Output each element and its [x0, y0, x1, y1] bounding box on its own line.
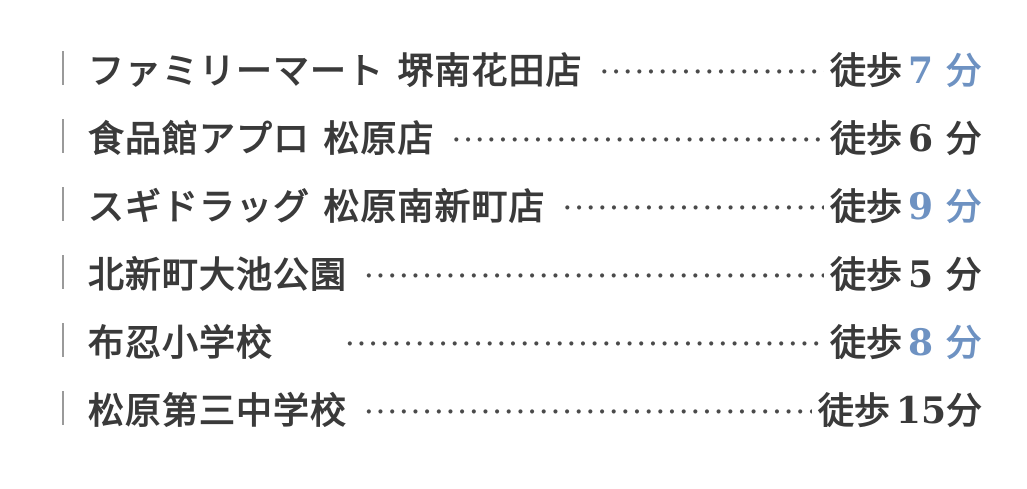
row-divider-bar: [62, 255, 64, 289]
walk-label: 徒歩: [829, 50, 902, 92]
dot-leader: ········································…: [600, 59, 824, 85]
row-divider-bar: [62, 51, 64, 85]
walk-minutes: 6 分: [908, 118, 982, 160]
dot-leader: ········································…: [563, 195, 824, 221]
row-divider-bar: [62, 323, 64, 357]
dot-leader: ········································…: [452, 127, 824, 153]
place-name: 布忍小学校: [88, 322, 274, 364]
walk-label: 徒歩: [829, 322, 902, 364]
place-name: スギドラッグ 松原南新町店: [88, 186, 546, 228]
row-divider-bar: [62, 187, 64, 221]
walk-label: 徒歩: [829, 118, 902, 160]
place-name: 北新町大池公園: [88, 254, 348, 296]
place-name: 食品館アプロ 松原店: [88, 118, 435, 160]
place-name: 松原第三中学校: [88, 390, 348, 432]
dot-leader: ········································…: [345, 331, 824, 357]
walk-label: 徒歩: [829, 186, 902, 228]
walk-minutes: 5 分: [908, 254, 982, 296]
list-item: 布忍小学校 ··································…: [62, 306, 982, 374]
row-divider-bar: [62, 119, 64, 153]
nearby-places-list: ファミリーマート 堺南花田店 ·························…: [62, 34, 982, 442]
list-item: 北新町大池公園 ································…: [62, 238, 982, 306]
list-item: 食品館アプロ 松原店 ·····························…: [62, 102, 982, 170]
walk-label: 徒歩: [817, 390, 890, 432]
walk-minutes: 8 分: [908, 322, 982, 364]
walk-minutes: 9 分: [908, 186, 982, 228]
row-divider-bar: [62, 391, 64, 425]
list-item: スギドラッグ 松原南新町店 ··························…: [62, 170, 982, 238]
walk-minutes: 15分: [895, 390, 982, 432]
dot-leader: ········································…: [365, 399, 812, 425]
place-name: ファミリーマート 堺南花田店: [88, 50, 583, 92]
dot-leader: ········································…: [365, 263, 824, 289]
walk-label: 徒歩: [829, 254, 902, 296]
list-item: ファミリーマート 堺南花田店 ·························…: [62, 34, 982, 102]
list-item: 松原第三中学校 ································…: [62, 374, 982, 442]
walk-minutes: 7 分: [908, 50, 982, 92]
